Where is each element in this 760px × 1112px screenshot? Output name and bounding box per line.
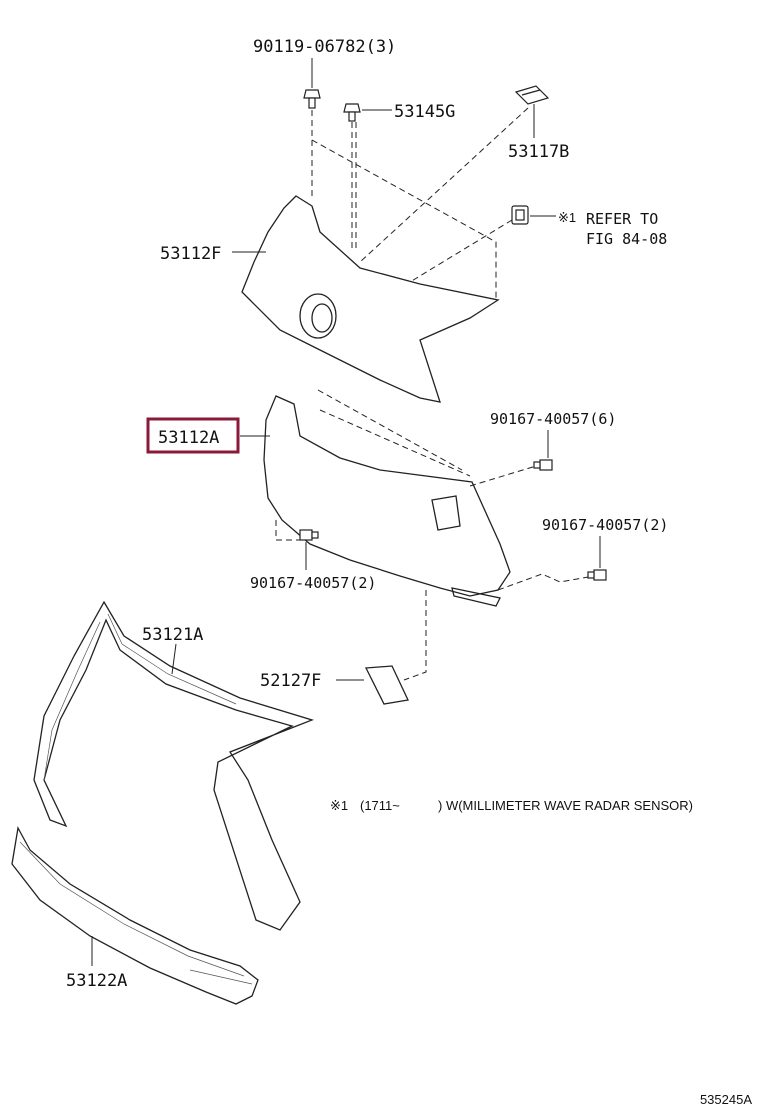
refer-mark: ※1 [558, 210, 576, 225]
label-90119-06782[interactable]: 90119-06782(3) [253, 37, 396, 57]
moulding-53121a[interactable] [33, 600, 314, 931]
bolt-90119-06782-icon[interactable] [303, 89, 321, 109]
label-53112a[interactable]: 53112A [158, 428, 219, 448]
figure-reference: 535245A [700, 1092, 752, 1107]
label-90167-40057-6[interactable]: 90167-40057(6) [490, 410, 616, 428]
lower-assembly-lines [275, 389, 595, 681]
clip-53145g-icon[interactable] [343, 103, 361, 122]
label-90167-40057-2-left[interactable]: 90167-40057(2) [250, 574, 376, 592]
label-90167-40057-2-right[interactable]: 90167-40057(2) [542, 516, 668, 534]
cover-52127f[interactable] [364, 665, 409, 705]
highlight-53112a [146, 417, 240, 454]
grille-53112a[interactable] [263, 395, 511, 607]
note-mark: ※1 [330, 798, 348, 813]
upper-assembly-lines [311, 107, 529, 300]
label-52127f[interactable]: 52127F [260, 671, 321, 691]
sensor-opening [431, 495, 461, 531]
bracket-53117b-icon[interactable] [514, 85, 550, 105]
label-53121a[interactable]: 53121A [142, 625, 203, 645]
note-date-open: (1711~ [360, 798, 400, 813]
label-53112f[interactable]: 53112F [160, 244, 221, 264]
emblem-hole [299, 293, 337, 339]
screw-right-upper-icon[interactable] [533, 459, 553, 471]
moulding-53122a[interactable] [11, 826, 259, 1005]
label-53117b[interactable]: 53117B [508, 142, 569, 162]
sensor-bracket-icon[interactable] [511, 205, 529, 225]
leader-53121a [171, 643, 177, 675]
label-53122a[interactable]: 53122A [66, 971, 127, 991]
refer-text-line1[interactable]: REFER TO [586, 210, 658, 228]
refer-text-line2[interactable]: FIG 84-08 [586, 230, 667, 248]
screw-right-lower-icon[interactable] [587, 569, 607, 581]
label-53145g[interactable]: 53145G [394, 102, 455, 122]
grille-53112f[interactable] [241, 195, 500, 403]
screw-left-lower-icon[interactable] [299, 529, 319, 541]
note-description: ) W(MILLIMETER WAVE RADAR SENSOR) [438, 798, 693, 813]
